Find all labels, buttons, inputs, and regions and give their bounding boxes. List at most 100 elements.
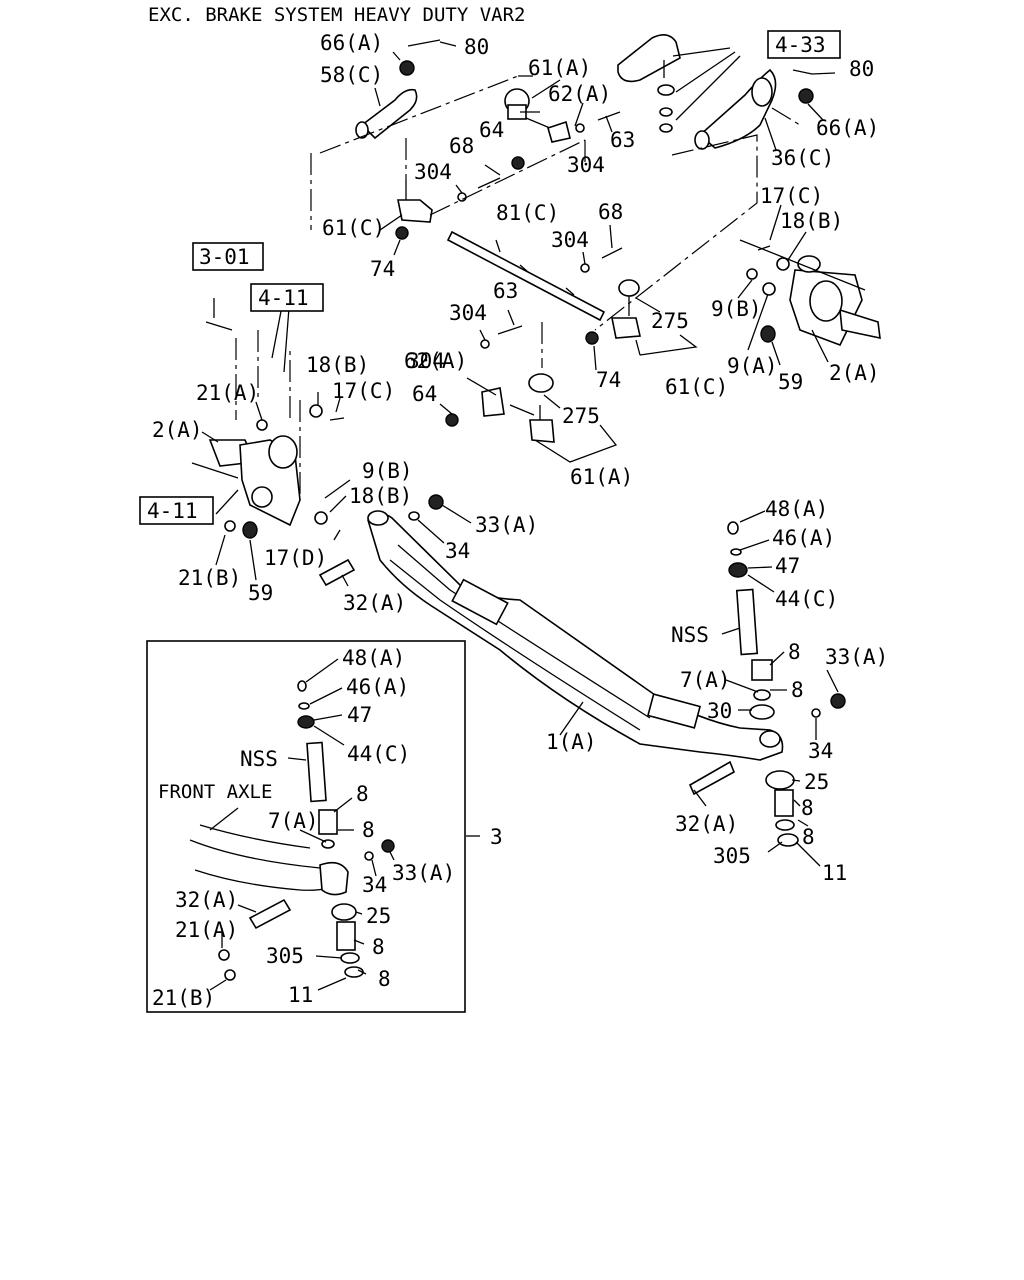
part-label: 17(C) xyxy=(332,379,395,403)
part-label: NSS xyxy=(240,747,278,771)
part-label: 61(C) xyxy=(322,216,385,240)
steering-arm-drawing xyxy=(694,68,777,150)
part-label: 33(A) xyxy=(825,645,888,669)
nut-66a-right-drawing xyxy=(798,88,814,104)
tie-rod-end-61c-right-drawing xyxy=(585,279,641,345)
part-label: 63 xyxy=(493,279,518,303)
part-label: 7(A) xyxy=(268,809,319,833)
part-label: 25 xyxy=(804,770,829,794)
part-label: 11 xyxy=(288,983,313,1007)
part-label: 48(A) xyxy=(342,646,405,670)
part-label: 21(B) xyxy=(178,566,241,590)
part-label: 18(B) xyxy=(306,353,369,377)
part-label: 47 xyxy=(347,703,372,727)
part-label: 18(B) xyxy=(780,209,843,233)
ref-4-33: 4-33 xyxy=(775,33,826,57)
knuckle-2a-right-drawing xyxy=(746,245,881,347)
part-label: 68 xyxy=(598,200,623,224)
part-label: 66(A) xyxy=(816,116,879,140)
inset-ref-number: 3 xyxy=(490,825,503,849)
inset-title: FRONT AXLE xyxy=(158,781,272,803)
part-label: 8 xyxy=(356,782,369,806)
ref-3-01: 3-01 xyxy=(199,245,250,269)
ref-box-3-01 xyxy=(192,242,264,271)
part-label: 33(A) xyxy=(392,861,455,885)
part-label: 66(A) xyxy=(320,31,383,55)
ref-4-11-upper: 4-11 xyxy=(258,286,309,310)
part-label: 8 xyxy=(788,640,801,664)
part-label: 8 xyxy=(801,796,814,820)
part-labels: 66(A) 80 58(C) 61(A) 62(A) 63 64 304 68 … xyxy=(152,31,888,1010)
part-label: 21(A) xyxy=(196,381,259,405)
part-label: 63 xyxy=(610,128,635,152)
part-label: 275 xyxy=(651,309,689,333)
part-label: 25 xyxy=(366,904,391,928)
part-label: 34 xyxy=(362,873,387,897)
part-label: 9(A) xyxy=(727,354,778,378)
part-label: 305 xyxy=(713,844,751,868)
part-label: 61(A) xyxy=(570,465,633,489)
part-label: 58(C) xyxy=(320,63,383,87)
tie-rod-end-61c-left-drawing xyxy=(395,177,501,240)
part-label: 59 xyxy=(248,581,273,605)
tie-rod-end-drawing xyxy=(617,34,681,133)
part-label: 64 xyxy=(479,118,504,142)
part-label: 61(A) xyxy=(528,56,591,80)
part-label: 48(A) xyxy=(765,497,828,521)
part-label: 61(C) xyxy=(665,375,728,399)
part-label: 59 xyxy=(778,370,803,394)
knuckle-2a-left-drawing xyxy=(191,321,345,539)
ref-4-11-lower: 4-11 xyxy=(147,499,198,523)
part-label: 74 xyxy=(370,257,395,281)
part-label: 44(C) xyxy=(775,587,838,611)
ball-joint-61a-top-drawing xyxy=(504,88,621,170)
part-label: 46(A) xyxy=(772,526,835,550)
part-label: 21(A) xyxy=(175,918,238,942)
part-label: 62(A) xyxy=(548,82,611,106)
part-label: 74 xyxy=(596,368,621,392)
part-label: 9(B) xyxy=(711,297,762,321)
diagram-title: EXC. BRAKE SYSTEM HEAVY DUTY VAR2 xyxy=(148,4,526,26)
part-label: 62(A) xyxy=(404,349,467,373)
part-label: 8 xyxy=(802,825,815,849)
part-label: 80 xyxy=(849,57,874,81)
part-label: 8 xyxy=(378,967,391,991)
ref-box-4-33 xyxy=(767,30,841,59)
part-label: 47 xyxy=(775,554,800,578)
part-label: NSS xyxy=(671,623,709,647)
part-label: 81(C) xyxy=(496,201,559,225)
tie-rod-81c-drawing xyxy=(446,230,623,322)
part-label: 8 xyxy=(362,818,375,842)
part-drawings xyxy=(189,34,881,981)
reference-boxes: 4-33 3-01 4-11 4-11 xyxy=(139,30,841,525)
part-label: 68 xyxy=(449,134,474,158)
part-label: 304 xyxy=(414,160,452,184)
part-label: 33(A) xyxy=(475,513,538,537)
part-label: 34 xyxy=(445,539,470,563)
kingpin-stack-inset-drawing xyxy=(189,680,395,981)
part-label: 2(A) xyxy=(829,361,880,385)
axle-beam-1a-drawing xyxy=(318,494,784,761)
part-label: 18(B) xyxy=(349,484,412,508)
part-label: 9(B) xyxy=(362,459,413,483)
leader-lines xyxy=(201,41,866,991)
part-label: 17(D) xyxy=(264,546,327,570)
part-label: 64 xyxy=(412,382,437,406)
part-label: 32(A) xyxy=(343,591,406,615)
ball-joint-61a-bottom-drawing xyxy=(445,325,555,443)
part-label: 7(A) xyxy=(680,668,731,692)
inset-frame xyxy=(146,640,466,1013)
part-label: 32(A) xyxy=(675,812,738,836)
part-label: 305 xyxy=(266,944,304,968)
part-label: 46(A) xyxy=(346,675,409,699)
part-label: 8 xyxy=(791,678,804,702)
part-label: 30 xyxy=(707,699,732,723)
part-label: 80 xyxy=(464,35,489,59)
part-label: 8 xyxy=(372,935,385,959)
part-label: 32(A) xyxy=(175,888,238,912)
part-label: 275 xyxy=(562,404,600,428)
part-label: 17(C) xyxy=(760,184,823,208)
ref-box-4-11-lower xyxy=(139,496,214,525)
part-label: 11 xyxy=(822,861,847,885)
